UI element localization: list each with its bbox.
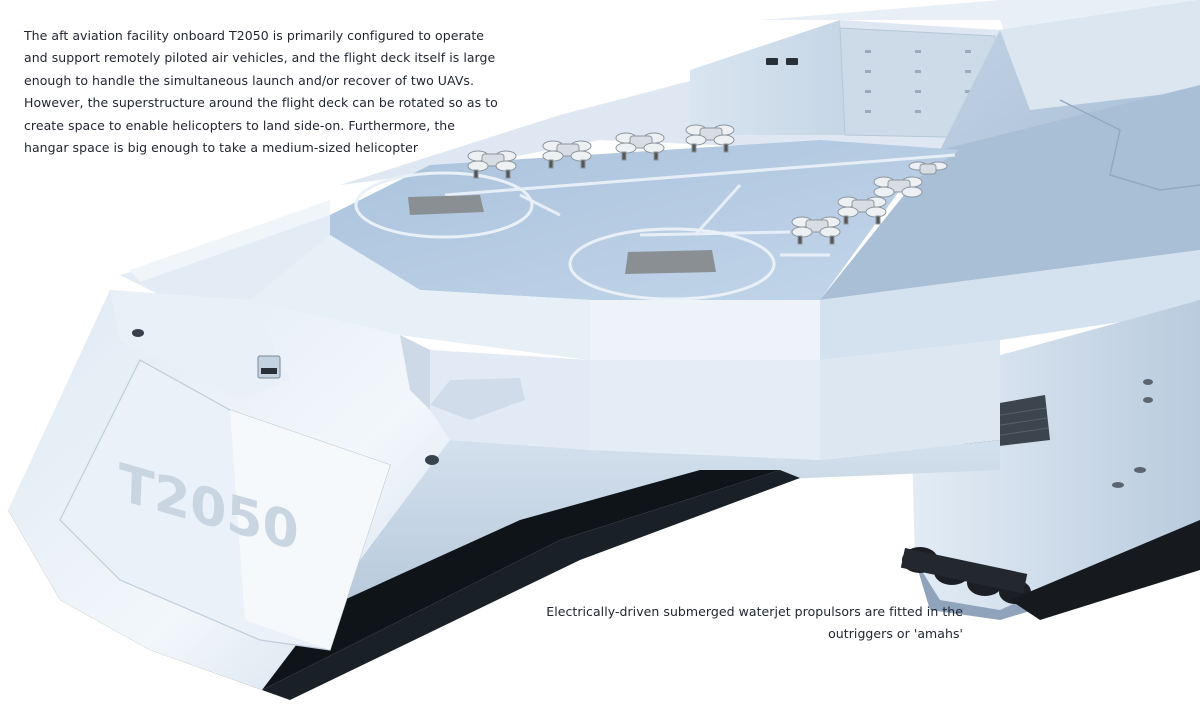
uav bbox=[837, 196, 887, 225]
hangar-wall bbox=[690, 20, 845, 135]
landing-pad-square bbox=[408, 195, 484, 215]
landing-pad-square bbox=[625, 250, 716, 274]
uav bbox=[467, 150, 517, 179]
uav bbox=[873, 176, 923, 198]
caption-aviation-facility: The aft aviation facility onboard T2050 … bbox=[24, 25, 498, 159]
uav bbox=[615, 132, 665, 161]
landing-pad-circle bbox=[354, 171, 534, 239]
stern-transom: T2050 bbox=[8, 290, 450, 690]
caption-waterjet-propulsors: Electrically-driven submerged waterjet p… bbox=[546, 601, 963, 646]
caption-line: outriggers or 'amahs' bbox=[828, 626, 963, 642]
caption-line: hangar space is big enough to take a med… bbox=[24, 140, 419, 156]
deck-coaming bbox=[120, 200, 1200, 360]
uav bbox=[542, 140, 592, 169]
uav-row-back bbox=[467, 124, 735, 179]
caption-line: The aft aviation facility onboard T2050 … bbox=[24, 28, 485, 43]
landing-pad-circle bbox=[568, 227, 776, 301]
hull-shoulder bbox=[430, 350, 590, 450]
flight-deck bbox=[330, 140, 960, 301]
uav-row-side bbox=[791, 161, 948, 245]
vent-slot bbox=[786, 58, 798, 65]
uav bbox=[791, 216, 841, 245]
caption-line: Electrically-driven submerged waterjet p… bbox=[546, 604, 963, 619]
caption-line: However, the superstructure around the f… bbox=[24, 95, 498, 111]
vent-slot bbox=[766, 58, 778, 65]
caption-line: create space to enable helicopters to la… bbox=[24, 117, 455, 133]
waterjet-propulsors bbox=[900, 547, 1031, 604]
uav bbox=[908, 161, 948, 175]
superstructure bbox=[340, 0, 1200, 300]
uav bbox=[685, 124, 735, 153]
caption-line: and support remotely piloted air vehicle… bbox=[24, 50, 496, 66]
caption-line: enough to handle the simultaneous launch… bbox=[24, 72, 474, 88]
